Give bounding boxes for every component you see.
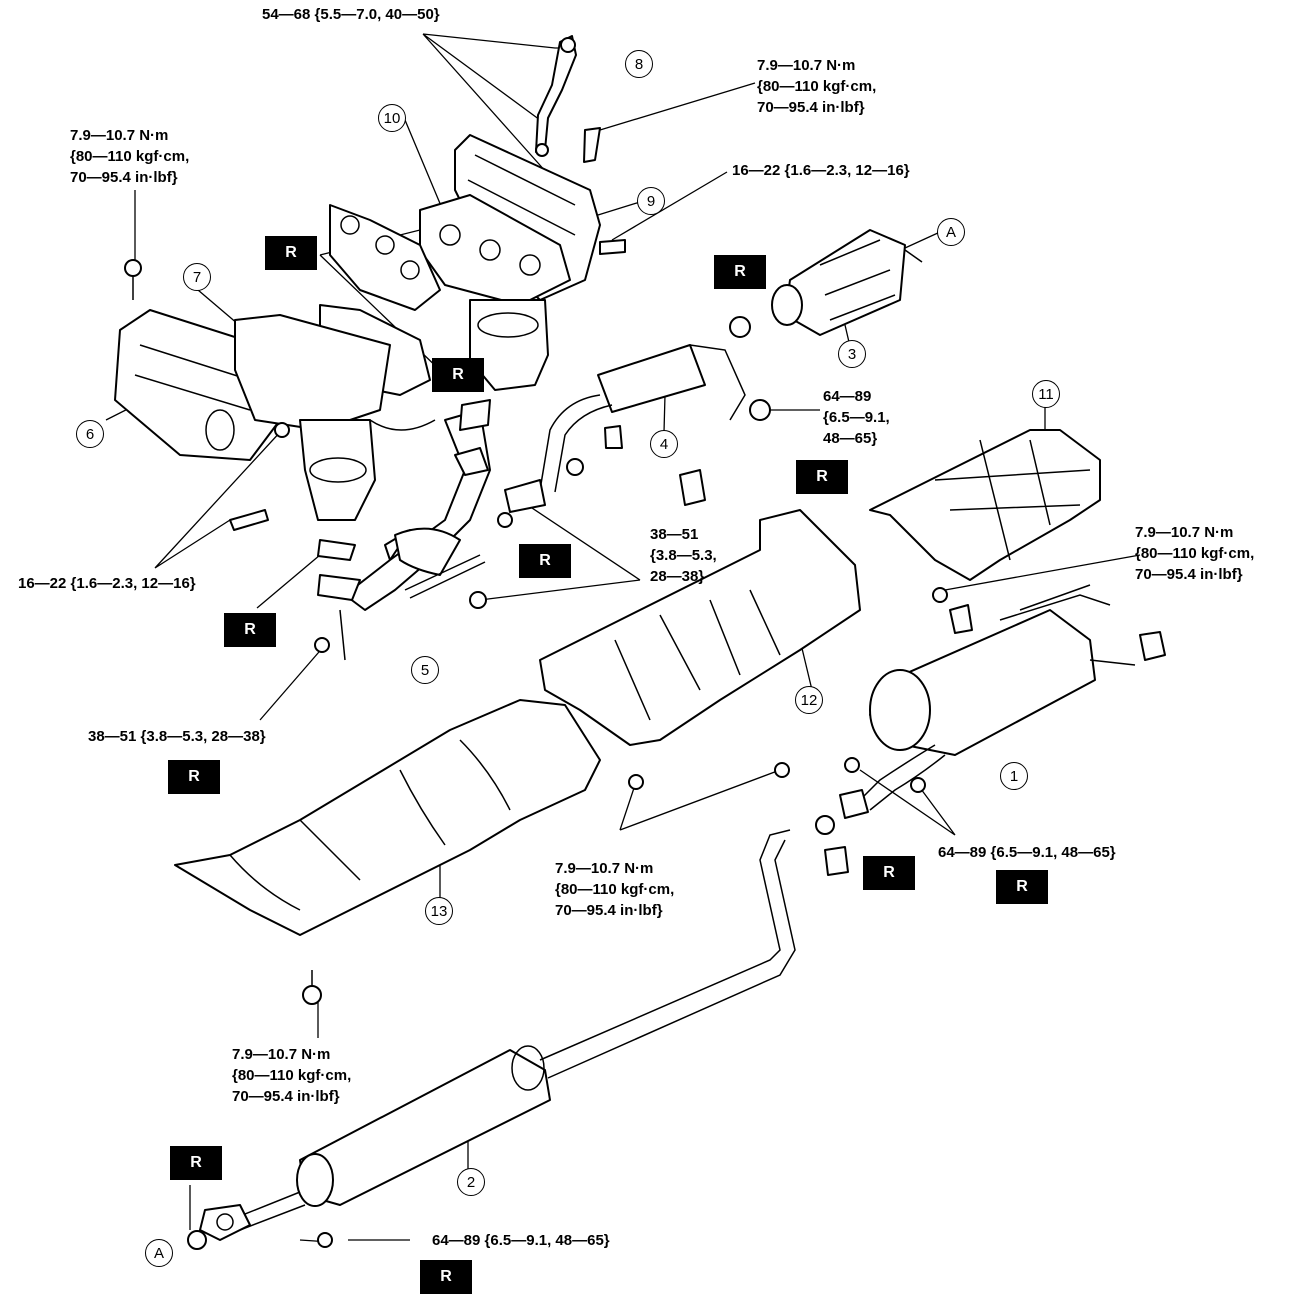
rear-gasket <box>329 204 441 311</box>
torque-label-38-mid: 38—51 {3.8—5.3, 28—38} <box>650 526 717 585</box>
torque-label-right-16: 16—22 {1.6—2.3, 12—16} <box>732 162 910 179</box>
callout-12: 12 <box>795 686 823 714</box>
leader-lines <box>105 33 1141 1243</box>
torque-label-64-bottom: 64—89 {6.5—9.1, 48—65} <box>432 1232 610 1249</box>
replace-mark: R <box>714 255 766 289</box>
hardware <box>124 37 1166 1250</box>
part-4-pipe <box>597 344 706 413</box>
callout-8: 8 <box>625 50 653 78</box>
replace-mark: R <box>432 358 484 392</box>
torque-label-bottom-79: 7.9—10.7 N·m {80—110 kgf·cm, 70—95.4 in·… <box>232 1046 352 1105</box>
callout-a-top: A <box>937 218 965 246</box>
torque-label-right-79: 7.9—10.7 N·m {80—110 kgf·cm, 70—95.4 in·… <box>1135 524 1255 583</box>
replace-mark: R <box>420 1260 472 1294</box>
replace-mark: R <box>863 856 915 890</box>
part-12-insulator <box>539 509 861 746</box>
callout-3: 3 <box>838 340 866 368</box>
torque-label-center-79: 7.9—10.7 N·m {80—110 kgf·cm, 70—95.4 in·… <box>555 860 675 919</box>
replace-mark: R <box>519 544 571 578</box>
callout-2: 2 <box>457 1168 485 1196</box>
replace-mark: R <box>265 236 317 270</box>
torque-label-top-left: 7.9—10.7 N·m {80—110 kgf·cm, 70—95.4 in·… <box>70 127 190 186</box>
callout-6: 6 <box>76 420 104 448</box>
callout-a-bottom: A <box>145 1239 173 1267</box>
callout-10: 10 <box>378 104 406 132</box>
torque-label-top-right: 7.9—10.7 N·m {80—110 kgf·cm, 70—95.4 in·… <box>757 57 877 116</box>
replace-mark: R <box>224 613 276 647</box>
part-11-insulator <box>869 429 1101 581</box>
torque-label-64-right: 64—89 {6.5—9.1, 48—65} <box>938 844 1116 861</box>
replace-mark: R <box>170 1146 222 1180</box>
replace-mark: R <box>796 460 848 494</box>
part-3-converter <box>784 229 906 336</box>
torque-label-top: 54—68 {5.5—7.0, 40—50} <box>262 6 440 23</box>
callout-9: 9 <box>637 187 665 215</box>
callout-11: 11 <box>1032 380 1060 408</box>
callout-7: 7 <box>183 263 211 291</box>
replace-mark: R <box>168 760 220 794</box>
callout-4: 4 <box>650 430 678 458</box>
callout-13: 13 <box>425 897 453 925</box>
torque-label-64-upper: 64—89 {6.5—9.1, 48—65} <box>823 388 890 447</box>
torque-label-left-16: 16—22 {1.6—2.3, 12—16} <box>18 575 196 592</box>
callout-1: 1 <box>1000 762 1028 790</box>
replace-mark: R <box>996 870 1048 904</box>
part-13-insulator <box>174 699 601 936</box>
torque-label-38-left: 38—51 {3.8—5.3, 28—38} <box>88 728 266 745</box>
callout-5: 5 <box>411 656 439 684</box>
part-8-pipe <box>535 35 577 153</box>
